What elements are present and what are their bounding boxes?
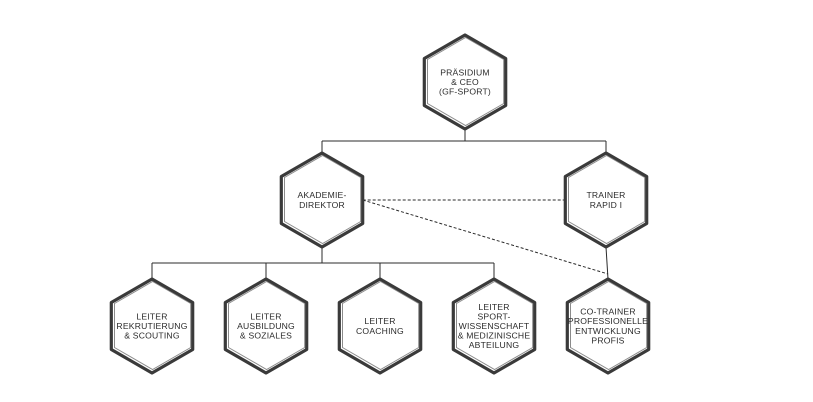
node-label-line: & SOZIALES [240,331,292,341]
hexagon-fill [111,279,193,373]
hexagon-texture [568,154,646,245]
dashed-connector-akademie-co-trainer [362,199,609,275]
hexagon-border [279,151,365,249]
org-nodes: PRÄSIDIUM& CEO(GF-SPORT) AKADEMIE-DIREKTO… [109,33,651,375]
hexagon-fill [225,279,307,373]
hexagon-border [563,151,649,249]
node-label: AKADEMIE-DIREKTOR [297,190,346,210]
node-label-line: AUSBILDUNG [237,321,295,331]
hexagon-fill [339,279,421,373]
org-node-akademie: AKADEMIE-DIREKTOR [279,151,365,249]
node-label-line: LEITER [250,311,281,321]
node-label-line: DIREKTOR [299,200,345,210]
hexagon-texture [114,280,192,371]
node-label-line: PRÄSIDIUM [440,67,490,77]
node-label-line: & MEDIZINISCHE [458,331,531,341]
node-label-line: ENTWICKLUNG [575,326,641,336]
node-label-line: SPORT- [477,311,510,321]
hexagon-texture [427,36,505,127]
node-label-line: ABTEILUNG [469,340,520,350]
hexagon-fill [565,153,647,247]
hexagon-border [109,277,195,375]
hexagon-border [565,277,651,375]
hexagon-border [223,277,309,375]
hexagon-border [337,277,423,375]
node-label-line: AKADEMIE- [297,190,346,200]
node-label-line: CO-TRAINER [580,307,635,317]
node-label-line: WISSENSCHAFT [459,321,530,331]
node-label-line: (GF-SPORT) [439,87,491,97]
hexagon-texture [456,280,534,371]
hexagon-fill [567,279,649,373]
hexagon-texture [228,280,306,371]
hexagon-texture [284,154,362,245]
node-label-line: PROFIS [591,335,624,345]
node-label-line: COACHING [356,326,404,336]
hexagon-fill [453,279,535,373]
node-label-line: REKRUTIERUNG [116,321,187,331]
hexagon-texture [342,280,420,371]
node-label-line: LEITER [478,302,509,312]
hexagon-border [422,33,508,131]
node-label-line: & SCOUTING [124,331,180,341]
node-label-line: RAPID I [590,200,622,210]
node-label-line: PROFESSIONELLE [568,316,648,326]
org-node-praesidium: PRÄSIDIUM& CEO(GF-SPORT) [422,33,508,131]
node-label: PRÄSIDIUM& CEO(GF-SPORT) [439,67,491,96]
hexagon-border [451,277,537,375]
node-label-line: LEITER [136,311,167,321]
hexagon-fill [281,153,363,247]
hexagon-texture [570,280,648,371]
node-label-line: LEITER [364,316,395,326]
node-label-line: & CEO [451,77,479,87]
connector-lines [151,129,609,280]
hexagon-fill [424,35,506,129]
node-label-line: TRAINER [586,190,625,200]
